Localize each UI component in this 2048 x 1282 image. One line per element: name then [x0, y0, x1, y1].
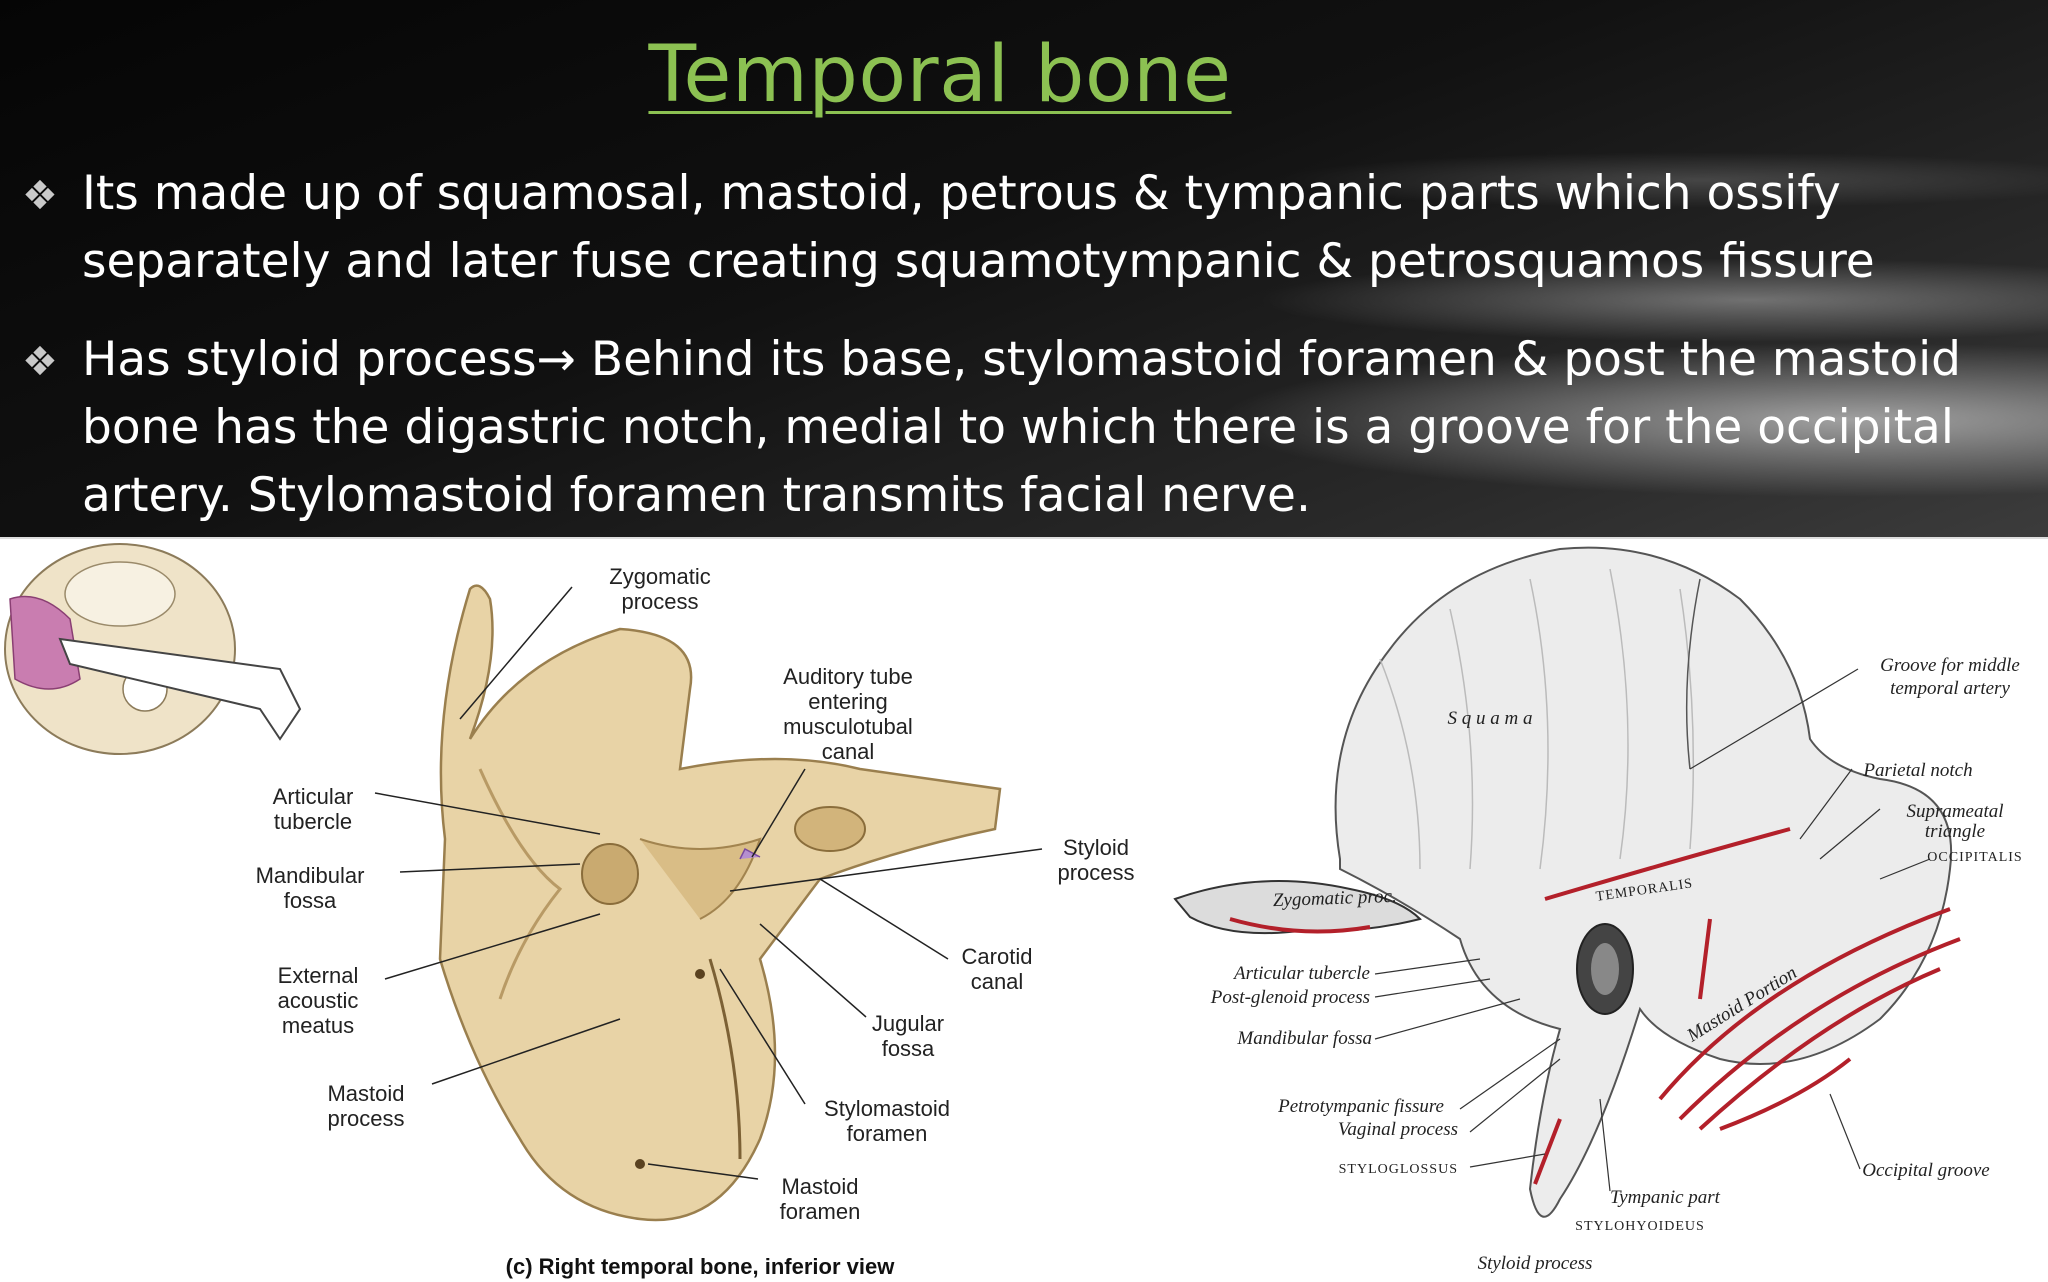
figure-panel: Zygomatic process Auditory tube entering… [0, 537, 2048, 1282]
label-jugular-fossa: Jugular fossa [872, 1011, 944, 1061]
label-styloid-process: Styloid process [1057, 835, 1134, 885]
label-line: fossa [882, 1036, 935, 1061]
label-vaginal-process: Vaginal process [1338, 1119, 1458, 1140]
bullet-text: Has styloid process→ Behind its base, st… [82, 332, 1962, 523]
label-suprameatal-triangle: Suprameatal triangle [1906, 801, 2003, 842]
label-line: musculotubal [783, 714, 913, 739]
label-stylohyoideus: STYLOHYOIDEUS [1575, 1219, 1705, 1234]
label-line: entering [808, 689, 888, 714]
left-leader-lines [374, 586, 1043, 1180]
label-line: canal [971, 969, 1024, 994]
label-line: process [1057, 860, 1134, 885]
label-line: temporal artery [1890, 678, 2010, 699]
label-line: Articular [273, 784, 354, 809]
label-mastoid-foramen: Mastoid foramen [780, 1174, 861, 1224]
label-styloglossus: STYLOGLOSSUS [1339, 1162, 1458, 1177]
slide-background [0, 0, 2048, 540]
label-line: Stylomastoid [824, 1096, 950, 1121]
label-line: Suprameatal [1906, 801, 2003, 822]
label-parietal-notch: Parietal notch [1862, 760, 1972, 781]
label-squama: S q u a m a [1448, 708, 1533, 729]
label-line: Jugular [872, 1011, 944, 1036]
label-occipitalis: OCCIPITALIS [1927, 850, 2022, 865]
label-zygomatic-process: Zygomatic process [609, 564, 710, 614]
label-line: Auditory tube [783, 664, 913, 689]
bullet-item: ❖ Has styloid process→ Behind its base, … [22, 326, 2022, 530]
label-petrotympanic-fissure: Petrotympanic fissure [1277, 1096, 1444, 1117]
label-tympanic-part: Tympanic part [1610, 1187, 1721, 1208]
temporal-bone-lateral-illustration [1173, 546, 1961, 1218]
bullet-item: ❖ Its made up of squamosal, mastoid, pet… [22, 160, 2022, 296]
bullet-text: Its made up of squamosal, mastoid, petro… [82, 166, 1875, 289]
label-stylomastoid-foramen: Stylomastoid foramen [824, 1096, 950, 1146]
label-articular-tubercle: Articular tubercle [273, 784, 354, 834]
slide-title: Temporal bone [648, 30, 1232, 120]
skull-thumbnail [4, 543, 302, 755]
label-line: tubercle [274, 809, 352, 834]
label-line: process [327, 1106, 404, 1131]
label-line: Groove for middle [1880, 655, 2020, 676]
label-mandibular-fossa-r: Mandibular fossa [1236, 1028, 1372, 1049]
label-line: Carotid [962, 944, 1033, 969]
label-line: triangle [1925, 821, 1985, 842]
right-leader-lines [1374, 668, 1931, 1192]
diamond-bullet-icon: ❖ [22, 173, 58, 219]
label-line: meatus [282, 1013, 354, 1038]
label-line: fossa [284, 888, 337, 913]
figure-caption: (c) Right temporal bone, inferior view [506, 1254, 896, 1279]
label-external-acoustic-meatus: External acoustic meatus [278, 963, 359, 1038]
label-line: Mastoid [327, 1081, 404, 1106]
label-line: canal [822, 739, 875, 764]
label-mandibular-fossa: Mandibular fossa [256, 863, 365, 913]
label-line: Mandibular [256, 863, 365, 888]
anatomy-figures: Zygomatic process Auditory tube entering… [4, 543, 2022, 1279]
label-zygomatic-proc: Zygomatic proc. [1273, 886, 1398, 911]
label-line: acoustic [278, 988, 359, 1013]
bullet-list: ❖ Its made up of squamosal, mastoid, pet… [22, 160, 2022, 560]
label-mastoid-process: Mastoid process [327, 1081, 404, 1131]
label-groove-middle-temporal-artery: Groove for middle temporal artery [1880, 655, 2020, 699]
label-auditory-tube: Auditory tube entering musculotubal cana… [783, 664, 913, 764]
label-line: process [621, 589, 698, 614]
label-carotid-canal: Carotid canal [962, 944, 1033, 994]
label-post-glenoid-process: Post-glenoid process [1210, 987, 1370, 1008]
label-styloid-process-r: Styloid process [1478, 1253, 1593, 1274]
label-occipital-groove: Occipital groove [1862, 1160, 1990, 1181]
label-line: foramen [780, 1199, 861, 1224]
label-line: Zygomatic [609, 564, 710, 589]
diamond-bullet-icon: ❖ [22, 339, 58, 385]
label-line: Styloid [1063, 835, 1129, 860]
label-articular-tubercle-r: Articular tubercle [1232, 963, 1370, 984]
label-line: foramen [847, 1121, 928, 1146]
label-line: External [278, 963, 359, 988]
label-line: Mastoid [781, 1174, 858, 1199]
